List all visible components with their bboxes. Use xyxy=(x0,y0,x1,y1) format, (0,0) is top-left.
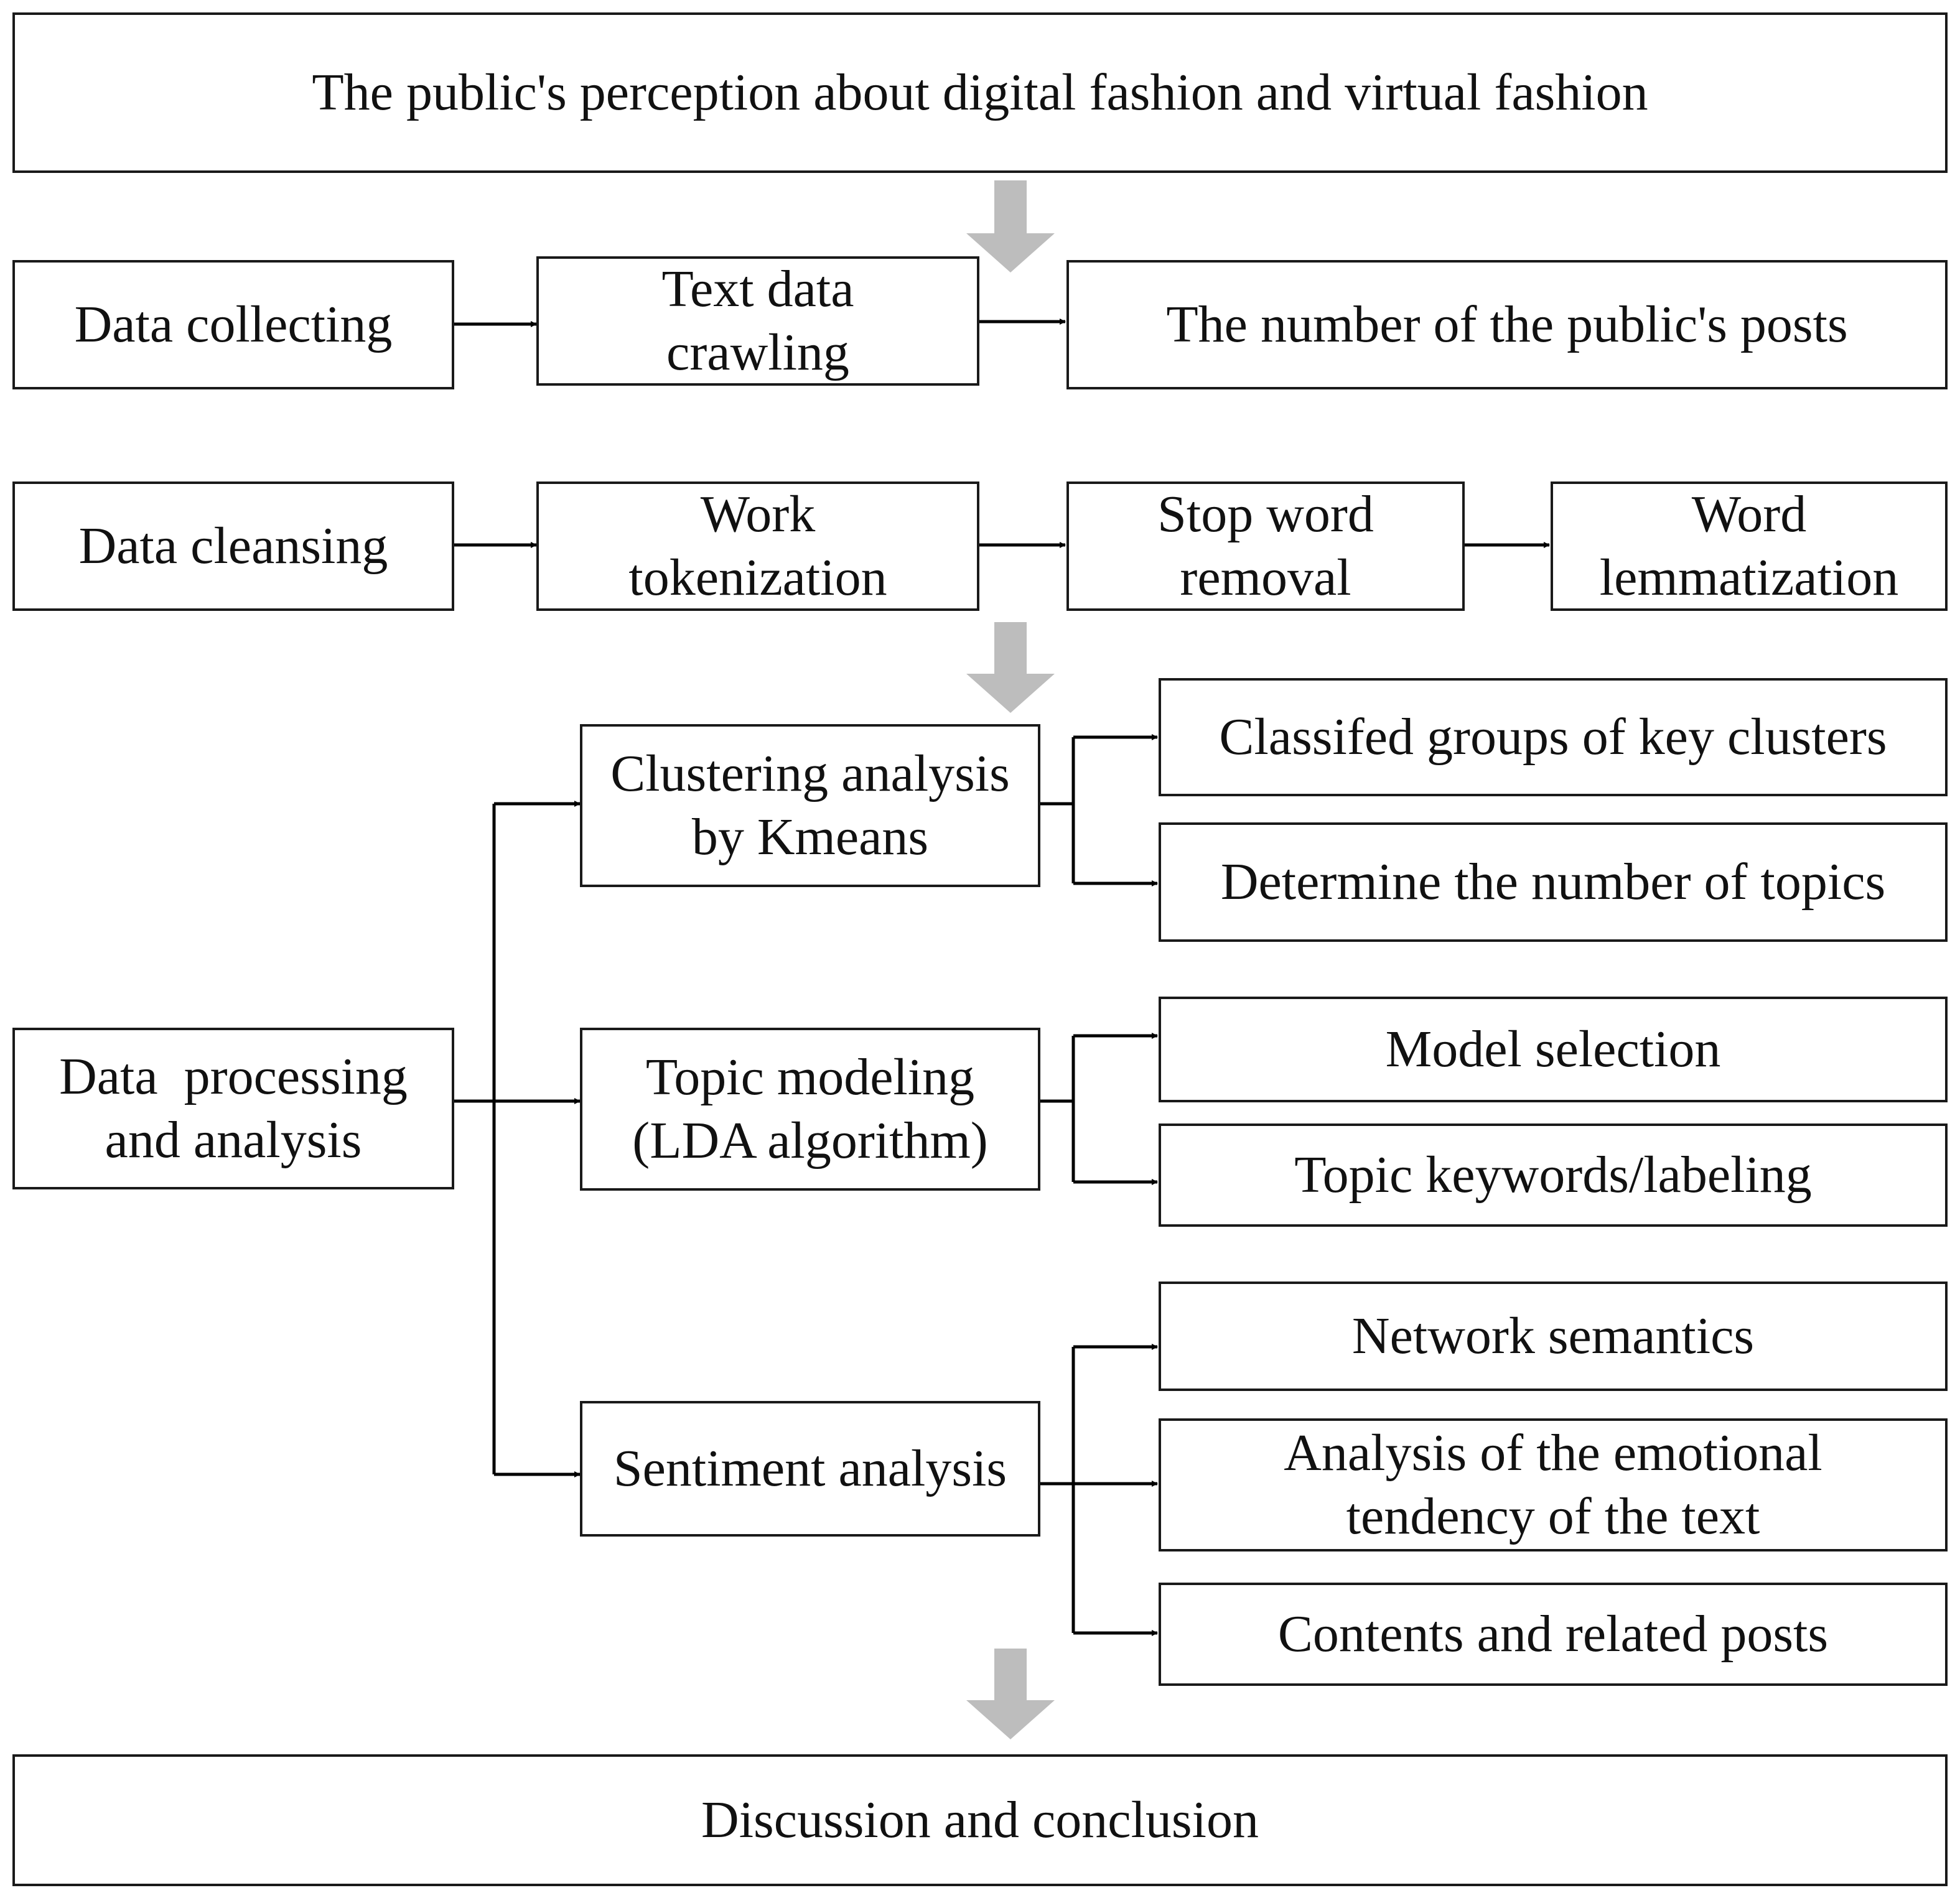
network-semantics-label: Network semantics xyxy=(1351,1306,1755,1365)
model-selection-label: Model selection xyxy=(1385,1020,1721,1078)
tokenization-box: Work tokenization xyxy=(536,481,979,611)
sentiment-label: Sentiment analysis xyxy=(613,1439,1007,1497)
emotional-tendency-line1: Analysis of the emotional xyxy=(1284,1423,1822,1482)
lemmatization-line2: lemmatization xyxy=(1599,549,1899,607)
stopword-line1: Stop word xyxy=(1157,485,1374,543)
data-processing-line1: Data processing xyxy=(59,1047,408,1105)
emotional-tendency-line2: tendency of the text xyxy=(1346,1487,1760,1545)
topic-modeling-line1: Topic modeling xyxy=(645,1048,975,1106)
text-crawling-line1: Text data xyxy=(661,259,854,318)
data-processing-box: Data processing and analysis xyxy=(12,1028,454,1189)
number-of-topics-label: Determine the number of topics xyxy=(1220,852,1886,911)
data-cleansing-label: Data cleansing xyxy=(78,516,388,575)
contents-posts-box: Contents and related posts xyxy=(1159,1583,1948,1686)
model-selection-box: Model selection xyxy=(1159,997,1948,1102)
classified-groups-box: Classifed groups of key clusters xyxy=(1159,678,1948,796)
lemmatization-line1: Word xyxy=(1691,485,1807,543)
network-semantics-box: Network semantics xyxy=(1159,1282,1948,1391)
conclusion-label: Discussion and conclusion xyxy=(701,1790,1259,1849)
clustering-box: Clustering analysis by Kmeans xyxy=(580,724,1040,887)
data-processing-line2: and analysis xyxy=(105,1111,362,1169)
lemmatization-box: Word lemmatization xyxy=(1551,481,1948,611)
topic-keywords-label: Topic keywords/labeling xyxy=(1294,1145,1812,1204)
tokenization-line1: Work xyxy=(700,485,816,543)
data-collecting-label: Data collecting xyxy=(74,295,393,353)
conclusion-box: Discussion and conclusion xyxy=(12,1754,1948,1886)
text-crawling-box: Text data crawling xyxy=(536,256,979,386)
title-box: The public's perception about digital fa… xyxy=(12,12,1948,173)
posts-count-label: The number of the public's posts xyxy=(1166,295,1848,353)
stopword-box: Stop word removal xyxy=(1066,481,1465,611)
clustering-line1: Clustering analysis xyxy=(610,744,1010,802)
classified-groups-label: Classifed groups of key clusters xyxy=(1219,707,1887,766)
title-text: The public's perception about digital fa… xyxy=(312,63,1648,121)
posts-count-box: The number of the public's posts xyxy=(1066,260,1948,389)
data-cleansing-box: Data cleansing xyxy=(12,481,454,611)
data-collecting-box: Data collecting xyxy=(12,260,454,389)
flow-arrow-2 xyxy=(966,622,1055,713)
topic-keywords-box: Topic keywords/labeling xyxy=(1159,1123,1948,1227)
emotional-tendency-box: Analysis of the emotional tendency of th… xyxy=(1159,1418,1948,1551)
topic-modeling-line2: (LDA algorithm) xyxy=(632,1112,988,1170)
clustering-line2: by Kmeans xyxy=(691,808,929,866)
contents-posts-label: Contents and related posts xyxy=(1277,1604,1829,1663)
stopword-line2: removal xyxy=(1180,549,1351,607)
number-of-topics-box: Determine the number of topics xyxy=(1159,822,1948,942)
flow-arrow-3 xyxy=(966,1649,1055,1739)
sentiment-box: Sentiment analysis xyxy=(580,1401,1040,1537)
topic-modeling-box: Topic modeling (LDA algorithm) xyxy=(580,1028,1040,1191)
tokenization-line2: tokenization xyxy=(628,549,887,607)
flow-arrow-1 xyxy=(966,180,1055,272)
text-crawling-line2: crawling xyxy=(666,323,849,381)
